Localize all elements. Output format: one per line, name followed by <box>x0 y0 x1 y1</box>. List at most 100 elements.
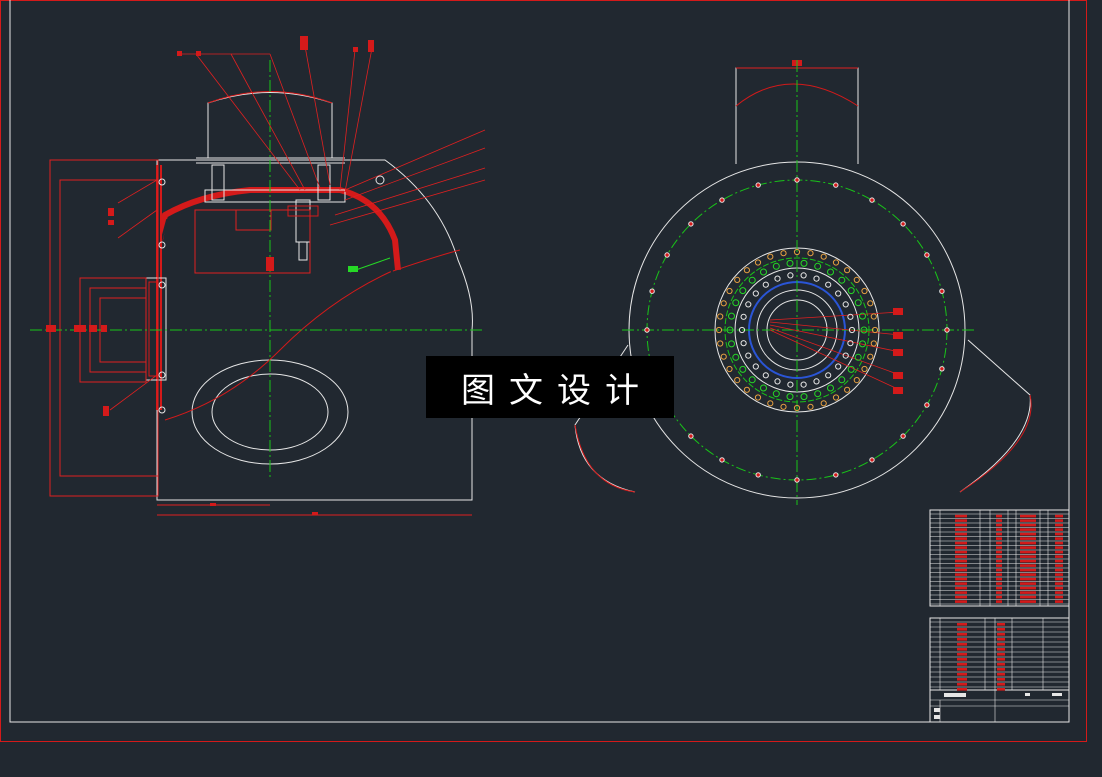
bolt-hole <box>838 376 846 384</box>
bolt-hole <box>726 365 733 373</box>
bolt-hole <box>738 326 746 334</box>
watermark-text: 图文设计 <box>461 370 653 411</box>
bolt-hole <box>786 393 794 401</box>
bolt-hole <box>787 381 794 388</box>
bolt-hole <box>860 326 868 334</box>
bolt-hole <box>644 327 650 333</box>
bolt-hole <box>820 400 827 407</box>
bolt-hole <box>794 477 800 483</box>
bolt-hole <box>814 390 822 398</box>
bolt-hole <box>739 365 747 373</box>
bolt-hole <box>807 403 814 410</box>
bolt-hole <box>726 287 733 295</box>
bolt-hole <box>719 457 725 463</box>
bolt-hole <box>924 252 930 258</box>
bolt-hole <box>867 353 874 360</box>
bolt-hole <box>814 262 822 270</box>
bolt-hole <box>752 363 759 370</box>
bolt-hole <box>813 275 820 282</box>
bolt-hole <box>854 353 862 361</box>
bolt-hole <box>847 287 855 295</box>
bolt-hole <box>688 433 694 439</box>
bolt-hole <box>754 394 762 401</box>
bolt-hole <box>726 326 734 334</box>
bolt-hole <box>835 290 842 297</box>
bolt-hole <box>800 272 807 279</box>
bolt-hole <box>743 267 751 274</box>
bolt-hole <box>825 372 832 379</box>
bolt-hole <box>774 275 781 282</box>
bolt-hole <box>745 301 752 308</box>
bolt-hole <box>728 340 735 348</box>
bolt-hole <box>800 393 808 401</box>
bolt-hole <box>900 433 906 439</box>
bolt-hole <box>767 400 774 407</box>
bolt-hole <box>825 281 832 288</box>
bolt-hole <box>752 290 759 297</box>
outer-border <box>0 0 1087 742</box>
bolt-hole <box>842 301 849 308</box>
bolt-hole <box>807 250 814 257</box>
bolt-hole <box>772 390 780 398</box>
bolt-hole <box>720 300 727 307</box>
bolt-hole <box>853 377 860 384</box>
bolt-hole <box>649 288 655 294</box>
bolt-hole <box>835 363 842 370</box>
bolt-hole <box>944 327 950 333</box>
bolt-hole <box>743 386 751 393</box>
bolt-hole <box>813 378 820 385</box>
bolt-hole <box>844 386 851 393</box>
bolt-hole <box>762 372 769 379</box>
bolt-hole <box>847 365 855 373</box>
bolt-hole <box>794 177 800 183</box>
bolt-hole <box>739 287 747 295</box>
bolt-hole <box>832 394 840 401</box>
bolt-hole <box>838 276 846 284</box>
bolt-hole <box>715 326 723 334</box>
bolt-hole <box>780 250 787 257</box>
bolt-hole <box>842 352 849 359</box>
bolt-hole <box>854 299 862 307</box>
bolt-hole <box>820 253 827 260</box>
bolt-hole <box>869 197 875 203</box>
bolt-hole <box>900 221 906 227</box>
bolt-hole <box>847 340 854 347</box>
bolt-hole <box>740 340 747 347</box>
bolt-hole <box>847 313 854 320</box>
bolt-hole <box>859 312 866 320</box>
bolt-hole <box>767 253 774 260</box>
watermark: 图文设计 <box>426 356 674 418</box>
bolt-hole <box>871 326 879 334</box>
bolt-hole <box>664 252 670 258</box>
bolt-hole <box>717 313 724 320</box>
bolt-hole <box>859 340 866 348</box>
bolt-hole <box>853 276 860 283</box>
bolt-hole <box>870 340 877 347</box>
bolt-hole <box>720 353 727 360</box>
bolt-hole <box>832 259 840 266</box>
bolt-hole <box>793 404 801 412</box>
bolt-hole <box>755 472 761 478</box>
bolt-hole <box>800 259 808 267</box>
title-block-icon <box>929 509 1070 723</box>
bolt-hole <box>827 384 834 392</box>
inner-frame <box>9 0 1070 723</box>
bolt-hole <box>760 384 767 392</box>
bolt-hole <box>760 268 767 276</box>
bolt-hole <box>861 287 868 295</box>
end-view-icon <box>574 60 1032 505</box>
bolt-hole <box>833 472 839 478</box>
bolt-hole <box>728 312 735 320</box>
bolt-hole <box>848 326 856 334</box>
bolt-hole <box>732 299 740 307</box>
bolt-hole <box>772 262 780 270</box>
bolt-hole <box>867 300 874 307</box>
bolt-hole <box>939 288 945 294</box>
bolt-hole <box>734 276 741 283</box>
bolt-hole <box>793 248 801 256</box>
bolt-hole <box>748 376 756 384</box>
bolt-hole <box>754 259 762 266</box>
bolt-hole <box>800 381 807 388</box>
